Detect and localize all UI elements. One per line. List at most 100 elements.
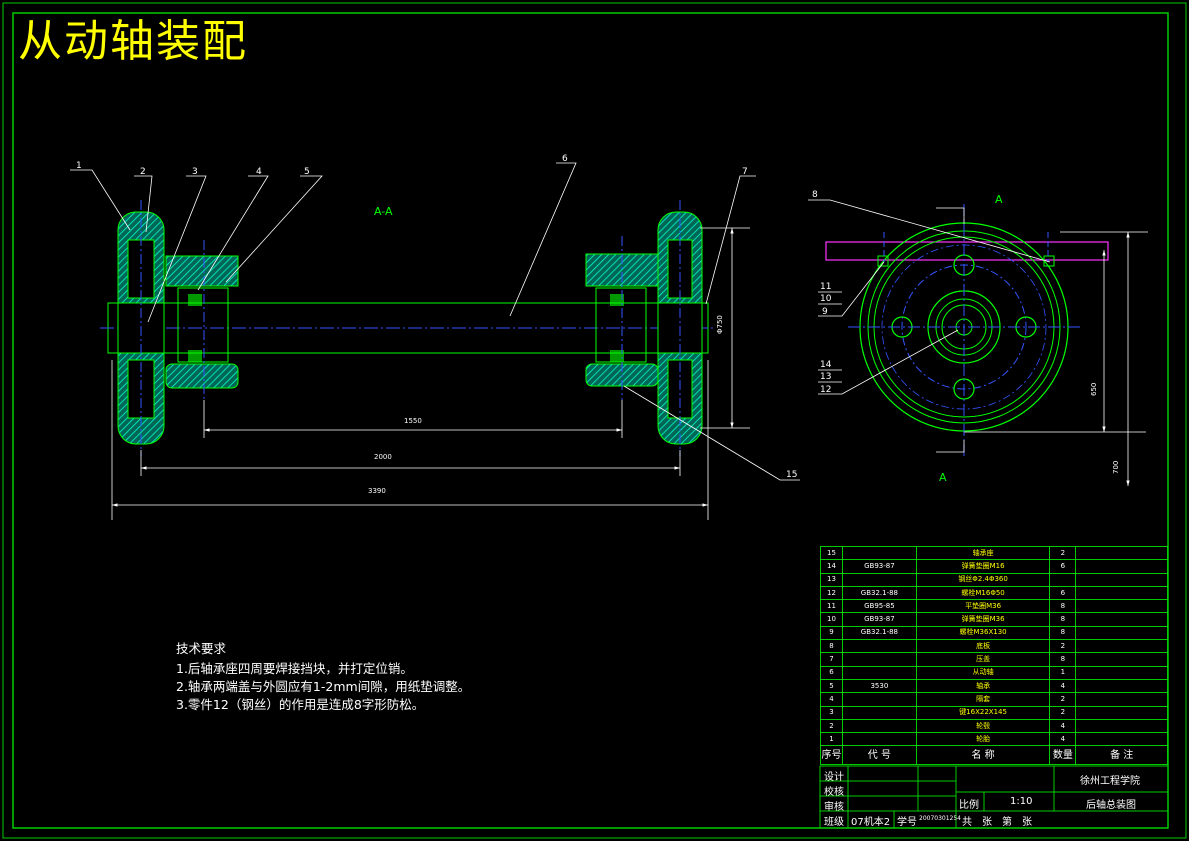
cell-code: [841, 665, 917, 680]
cell-no: 序号: [820, 745, 843, 766]
note-item: 3.零件12（钢丝）的作用是连成8字形防松。: [176, 697, 425, 712]
cell-no: 12: [820, 585, 843, 601]
cell-name: 底板: [915, 639, 1051, 654]
callout-2: 2: [140, 167, 146, 177]
cell-note: 备 注: [1075, 745, 1168, 766]
right-bearing-housing: [585, 236, 659, 400]
cell-name: 轴承: [915, 678, 1051, 694]
cell-note: [1075, 612, 1168, 627]
cell-code: [841, 639, 917, 654]
drawing-title: 从动轴装配: [18, 16, 248, 67]
notes-heading: 技术要求: [176, 641, 227, 656]
cell-name: 隔套: [915, 692, 1051, 707]
side-leaders: [808, 199, 1051, 395]
cell-qty: 6: [1049, 559, 1077, 574]
cell-qty: 2: [1049, 639, 1077, 654]
dim-3390: 3390: [368, 487, 386, 495]
callout-11: 11: [820, 282, 831, 292]
cell-code: [841, 572, 917, 587]
tb-id-value: 20070301254: [919, 815, 961, 822]
cell-name: 轴承座: [915, 545, 1051, 561]
cell-qty: 6: [1049, 585, 1077, 601]
cell-code: [841, 545, 917, 561]
cell-no: 6: [820, 665, 843, 680]
callout-12: 12: [820, 385, 831, 395]
cell-note: [1075, 625, 1168, 641]
callout-6: 6: [562, 154, 568, 164]
cell-name: 轮毂: [915, 718, 1051, 734]
cell-note: [1075, 572, 1168, 587]
cell-code: GB95-85: [841, 599, 917, 614]
cell-qty: 4: [1049, 718, 1077, 734]
cell-no: 10: [820, 612, 843, 627]
cell-no: 11: [820, 599, 843, 614]
tb-design-label: 设计: [824, 772, 844, 783]
view-label-bottom: A: [939, 471, 947, 484]
cell-code: [841, 705, 917, 720]
cell-name: 螺栓M16Φ50: [915, 585, 1051, 601]
cell-qty: 8: [1049, 612, 1077, 627]
cell-note: [1075, 665, 1168, 680]
side-view: A A 8 11 10 9 14 13 12 6: [808, 190, 1148, 486]
cell-no: 4: [820, 692, 843, 707]
cell-name: 弹簧垫圈M36: [915, 612, 1051, 627]
cell-code: 3530: [841, 678, 917, 694]
cell-code: GB93-87: [841, 612, 917, 627]
callout-13: 13: [820, 372, 831, 382]
section-view: A-A 1 2 3 4 5 6 7 15: [70, 154, 800, 520]
cell-note: [1075, 718, 1168, 734]
cell-name: 从动轴: [915, 665, 1051, 680]
cell-name: 键16X22X145: [915, 705, 1051, 720]
cell-name: 平垫圈M36: [915, 599, 1051, 614]
cell-note: [1075, 559, 1168, 574]
cell-qty: 2: [1049, 705, 1077, 720]
section-label: A-A: [374, 205, 393, 218]
inner-frame: [12, 12, 1169, 829]
cell-code: GB32.1-88: [841, 625, 917, 641]
dim-650: 650: [1090, 383, 1098, 396]
cell-no: 15: [820, 545, 843, 561]
cell-note: [1075, 692, 1168, 707]
cell-qty: 8: [1049, 652, 1077, 667]
cell-qty: 数量: [1049, 745, 1077, 766]
cell-name: 钢丝Φ2.4Φ360: [915, 572, 1051, 587]
tb-school: 徐州工程学院: [1080, 776, 1140, 787]
cell-no: 8: [820, 639, 843, 654]
tb-scale-value: 1:10: [1010, 796, 1033, 807]
callout-3: 3: [192, 167, 198, 177]
cell-no: 13: [820, 572, 843, 587]
tb-id-label: 学号: [897, 817, 917, 828]
cell-name: 轮胎: [915, 732, 1051, 747]
cell-qty: [1049, 572, 1077, 587]
callout-1: 1: [76, 161, 82, 171]
dimension-lines: [111, 227, 750, 520]
side-dimensions: [964, 231, 1148, 486]
cell-no: 9: [820, 625, 843, 641]
cell-no: 1: [820, 732, 843, 747]
callout-labels: 1 2 3 4 5 6 7 15: [76, 154, 797, 480]
cell-no: 3: [820, 705, 843, 720]
cell-qty: 8: [1049, 599, 1077, 614]
left-bearing-housing: [165, 240, 239, 400]
cell-note: [1075, 678, 1168, 694]
callout-4: 4: [256, 167, 262, 177]
cell-code: 代 号: [841, 745, 917, 766]
callout-10: 10: [820, 294, 832, 304]
tb-class-value: 07机本2: [851, 817, 891, 828]
cell-qty: 4: [1049, 678, 1077, 694]
cell-note: [1075, 732, 1168, 747]
cell-note: [1075, 639, 1168, 654]
